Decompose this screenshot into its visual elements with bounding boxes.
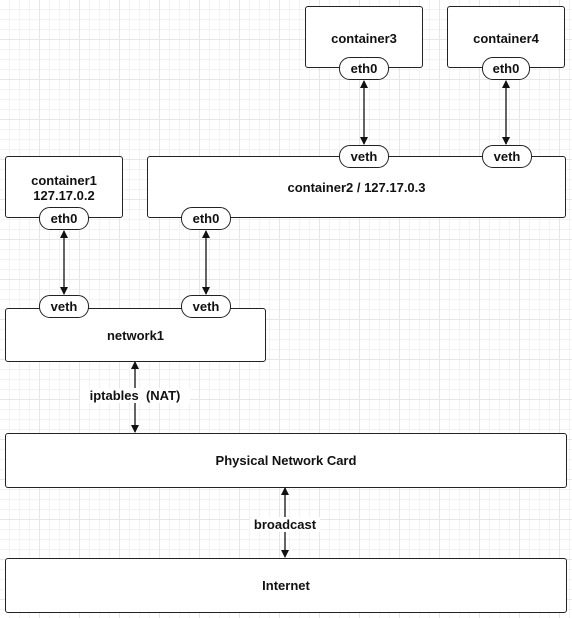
broadcast-label: broadcast xyxy=(250,517,320,532)
container3-eth0: eth0 xyxy=(339,57,389,80)
container4-eth0: eth0 xyxy=(482,57,530,80)
container1-eth0: eth0 xyxy=(39,207,89,230)
network1-veth-c1: veth xyxy=(39,295,89,318)
iptables-nat-label: iptables (NAT) xyxy=(80,388,190,403)
container1-label: container1 xyxy=(31,173,97,188)
network1-label: network1 xyxy=(106,327,165,343)
container2-label: container2 / 127.17.0.3 xyxy=(287,179,426,195)
container2-eth0: eth0 xyxy=(181,207,231,230)
network1-veth-c2: veth xyxy=(181,295,231,318)
physical-network-card-box: Physical Network Card xyxy=(5,433,567,488)
container2-veth-c3: veth xyxy=(339,145,389,168)
internet-box: Internet xyxy=(5,558,567,613)
container2-veth-c4: veth xyxy=(482,145,532,168)
container1-box: container1 127.17.0.2 xyxy=(5,156,123,218)
container1-ip: 127.17.0.2 xyxy=(33,188,95,203)
container4-label: container4 xyxy=(473,31,539,46)
internet-label: Internet xyxy=(262,578,310,593)
physical-network-card-label: Physical Network Card xyxy=(215,453,357,468)
container3-label: container3 xyxy=(331,31,397,46)
